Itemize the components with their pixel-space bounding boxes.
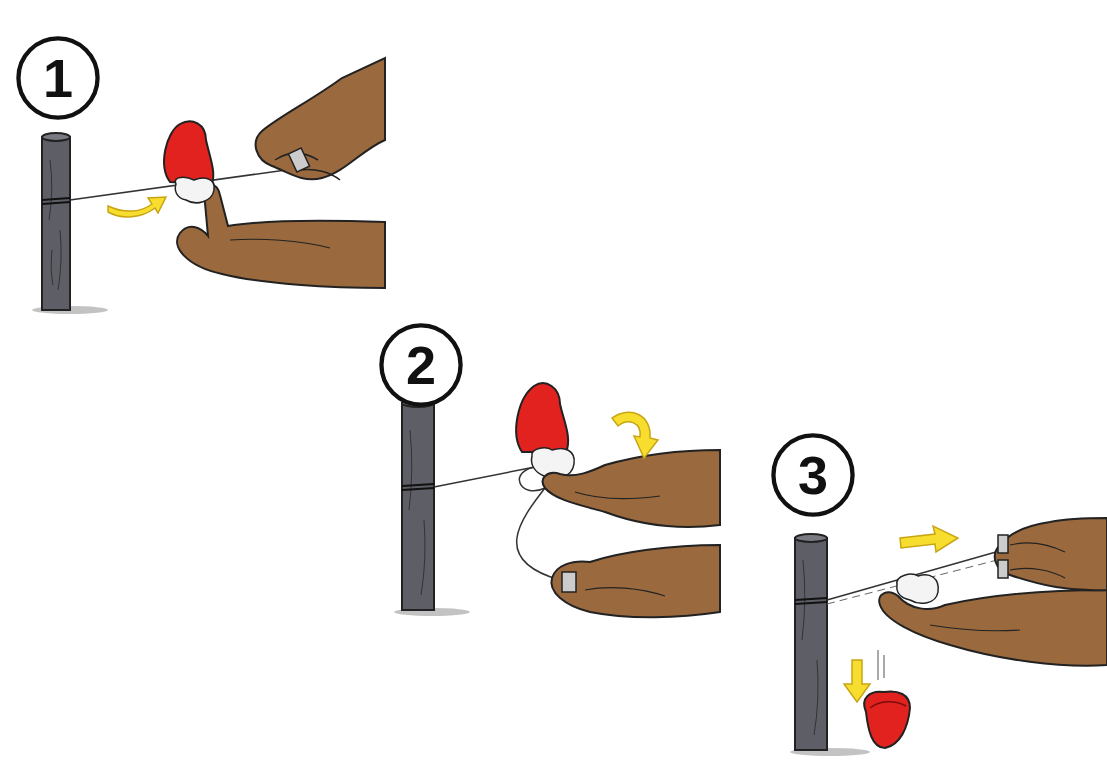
- panel-three-drawing: [790, 518, 1107, 756]
- step-number: 3: [798, 448, 828, 502]
- step-circle: 1: [15, 35, 101, 121]
- step-circle: 2: [378, 322, 464, 408]
- panel-two-drawing: [394, 383, 720, 617]
- step-number: 2: [406, 338, 436, 392]
- step-number: 1: [43, 51, 73, 105]
- step-circle: 3: [770, 432, 856, 518]
